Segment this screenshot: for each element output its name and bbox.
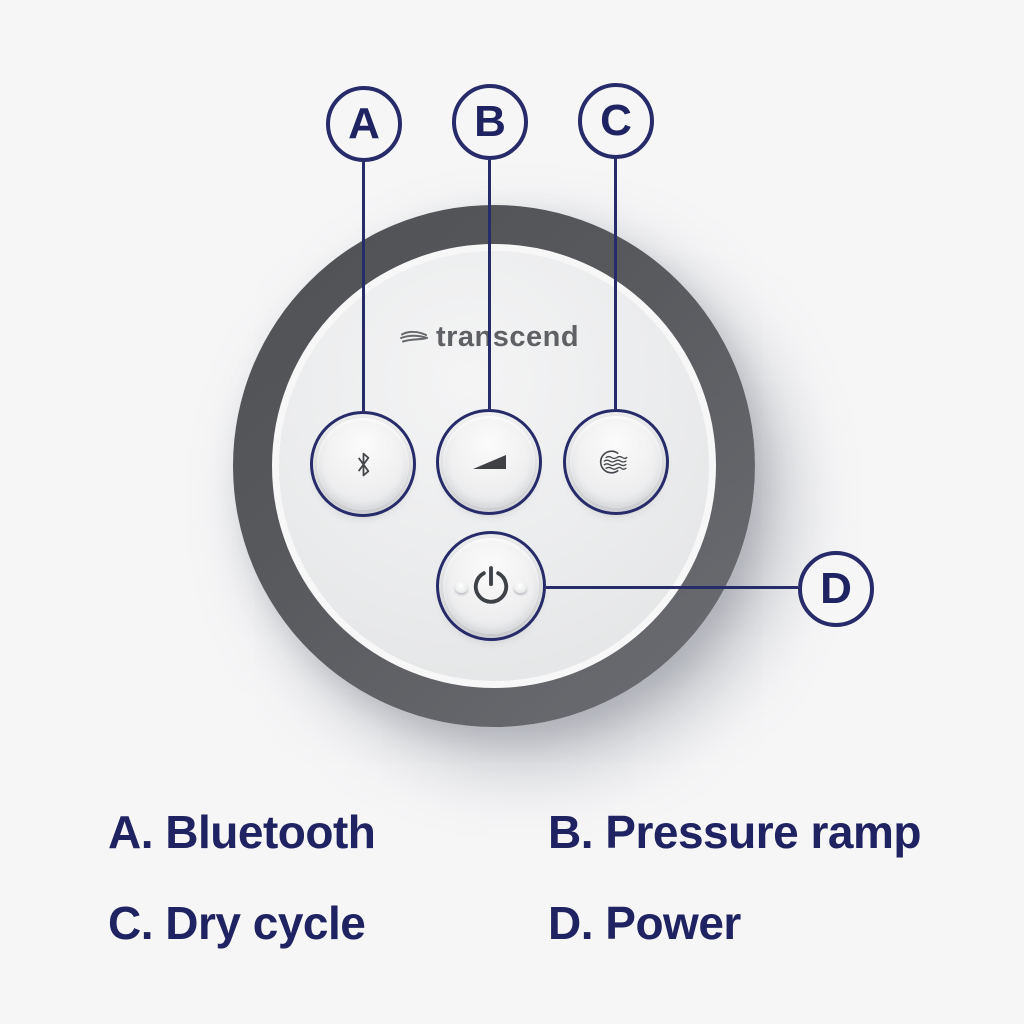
leader-line-d: [546, 586, 798, 589]
annotation-ring-power: [436, 531, 546, 641]
legend-item-power: D. Power: [548, 897, 741, 949]
callout-letter-a: A: [348, 99, 380, 148]
callout-bubble-b: B: [452, 84, 528, 160]
legend-item-dry-cycle: C. Dry cycle: [108, 897, 366, 949]
brand-logo: transcend: [399, 320, 579, 354]
callout-bubble-a: A: [326, 86, 402, 162]
callout-letter-c: C: [600, 96, 632, 145]
brand-name: transcend: [435, 321, 580, 353]
waves-icon: [399, 329, 429, 345]
annotation-ring-dry-cycle: [563, 409, 669, 515]
annotation-ring-bluetooth: [310, 411, 416, 517]
leader-line-c: [614, 159, 617, 409]
callout-bubble-c: C: [578, 83, 654, 159]
callout-letter-b: B: [474, 97, 506, 146]
legend-item-pressure-ramp: B. Pressure ramp: [548, 806, 921, 858]
callout-bubble-d: D: [798, 551, 874, 627]
leader-line-b: [488, 160, 491, 409]
callout-letter-d: D: [820, 564, 852, 613]
leader-line-a: [362, 162, 365, 411]
annotation-ring-pressure-ramp: [436, 409, 542, 515]
legend-item-bluetooth: A. Bluetooth: [108, 806, 376, 858]
